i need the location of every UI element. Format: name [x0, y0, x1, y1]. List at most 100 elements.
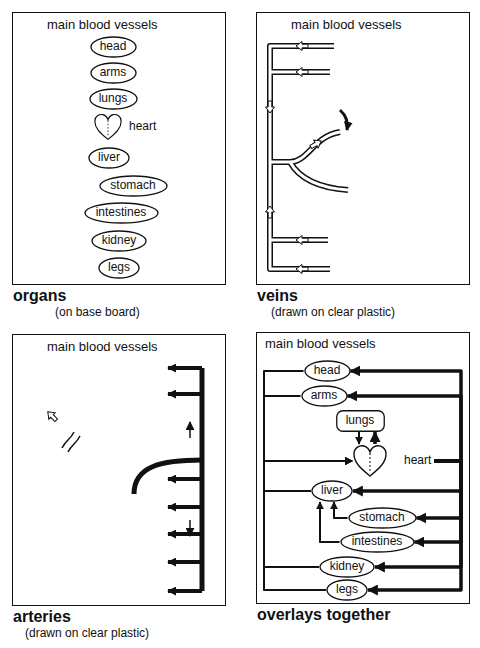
panel-subcaption: (on base board)	[55, 306, 140, 319]
organ-outline	[327, 580, 367, 600]
organ-oval: lungs	[336, 410, 385, 432]
artery-branch	[168, 392, 202, 396]
organ-oval: kidney	[319, 556, 375, 578]
panel-title: main blood vessels	[47, 18, 158, 32]
flow-arrow	[309, 137, 324, 151]
organ-outline	[305, 361, 350, 381]
organ-label: kidney	[330, 560, 365, 573]
vein-drawing	[266, 42, 349, 274]
organ-outline	[341, 532, 414, 552]
organ-outline	[91, 63, 136, 83]
organ-outline	[349, 508, 416, 528]
organ-outline	[320, 557, 374, 577]
organ-label: liver	[321, 484, 343, 497]
flow-arrow	[296, 236, 308, 245]
vein-connector	[334, 502, 348, 518]
organ-label: heart	[129, 120, 156, 133]
heart-outline	[354, 446, 386, 476]
organ-oval: liver	[311, 480, 353, 502]
artery-connector	[415, 461, 462, 542]
artery-branch	[168, 532, 202, 536]
organ-label: heart	[404, 454, 431, 467]
panel-subcaption: (drawn on clear plastic)	[271, 306, 395, 319]
vein-branch	[270, 132, 340, 162]
organ-label: stomach	[359, 511, 404, 524]
organ-outline	[91, 37, 136, 57]
flow-arrow	[296, 42, 308, 51]
heart-organ: heart	[352, 444, 434, 478]
organ-oval: kidney	[91, 230, 147, 252]
flow-arrow	[340, 110, 347, 130]
organ-oval: stomach	[348, 507, 417, 529]
panel-title: main blood vessels	[291, 18, 402, 32]
flow-arrow	[45, 409, 60, 424]
flow-arrow	[296, 68, 308, 77]
flow-arrow	[266, 101, 275, 113]
vein-branch	[290, 162, 348, 190]
organ-label: head	[100, 40, 127, 53]
artery-drawing	[45, 368, 202, 591]
organ-oval: arms	[90, 62, 137, 84]
heart-divider	[370, 453, 371, 473]
heart-symbol	[93, 113, 123, 141]
organ-oval: stomach	[99, 175, 168, 197]
vein-branch	[290, 162, 348, 190]
organ-label: liver	[98, 151, 120, 164]
organ-oval: head	[304, 360, 351, 382]
organ-outline	[92, 231, 146, 251]
organ-oval: intestines	[340, 531, 415, 553]
panel-caption: organs	[13, 287, 66, 305]
artery-branch	[168, 560, 202, 564]
flow-arrow	[296, 265, 308, 274]
diagram-panel: main blood vesselsveins(drawn on clear p…	[256, 12, 470, 285]
organ-outline	[89, 148, 129, 168]
organ-outline	[90, 89, 137, 109]
organ-outline	[336, 411, 384, 432]
panel-subcaption: (drawn on clear plastic)	[25, 627, 149, 640]
pulmonary-vessel	[68, 436, 80, 452]
organ-label: kidney	[102, 234, 137, 247]
organ-outline	[99, 258, 139, 278]
organ-label: legs	[336, 583, 358, 596]
vein-connector	[358, 432, 360, 444]
organ-oval: head	[90, 36, 137, 58]
artery-connector	[373, 432, 377, 444]
heart-organ: heart	[93, 113, 159, 141]
organ-outline	[302, 386, 347, 406]
artery-branch	[168, 589, 202, 593]
panel-caption: veins	[257, 287, 298, 305]
panel-title: main blood vessels	[47, 340, 158, 354]
organ-label: lungs	[346, 414, 375, 427]
vein-branch	[270, 132, 340, 162]
panel-title: main blood vessels	[265, 337, 376, 351]
artery-branch	[168, 477, 202, 481]
flow-arrow	[189, 422, 191, 438]
organ-label: lungs	[99, 92, 128, 105]
heart-symbol	[352, 444, 388, 478]
organ-oval: lungs	[89, 88, 138, 110]
diagram-panel: main blood vesselsoverlays togetherheada…	[256, 332, 470, 604]
panel-caption: overlays together	[257, 606, 390, 624]
organ-oval: arms	[301, 385, 348, 407]
artery-arch	[134, 460, 202, 494]
flow-arrow	[189, 520, 191, 536]
panel-caption: arteries	[13, 608, 71, 626]
heart-outline	[95, 114, 121, 139]
artery-branch	[168, 505, 202, 509]
organ-oval: liver	[88, 147, 130, 169]
heart-divider	[108, 120, 109, 136]
artery-connector	[417, 461, 462, 518]
organ-oval: legs	[98, 257, 140, 279]
organ-label: head	[314, 364, 341, 377]
organ-outline	[100, 176, 167, 196]
organ-label: arms	[311, 389, 338, 402]
diagram-panel: main blood vesselsarteries(drawn on clea…	[12, 334, 226, 606]
organ-label: intestines	[352, 535, 403, 548]
organ-oval: legs	[326, 579, 368, 601]
organ-label: stomach	[110, 179, 155, 192]
organ-label: legs	[108, 261, 130, 274]
vein-connector	[264, 461, 352, 567]
organ-outline	[85, 203, 158, 223]
